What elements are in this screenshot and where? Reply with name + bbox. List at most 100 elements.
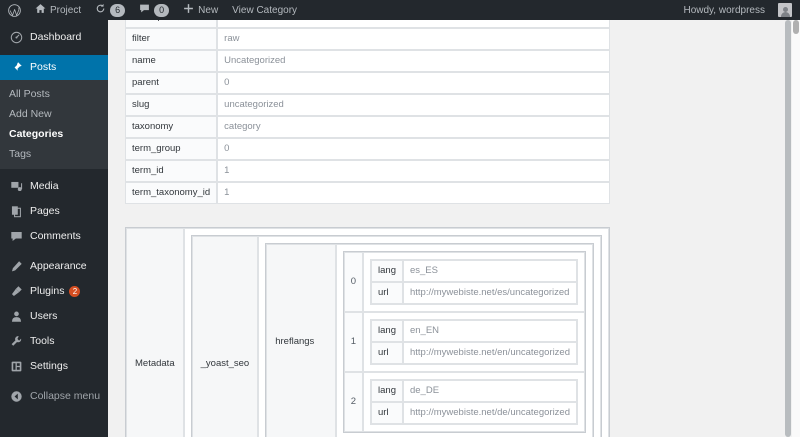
inner-vertical-scrollbar[interactable] [784, 20, 792, 437]
dashboard-icon [9, 31, 23, 45]
hreflang-url-key: url [371, 342, 403, 364]
table-row: url http://mywebiste.net/de/uncategorize… [371, 402, 577, 424]
view-category-button[interactable]: View Category [225, 0, 304, 20]
hreflang-lang-value: en_EN [402, 320, 577, 342]
appearance-icon [9, 260, 23, 274]
sidebar-item-plugins[interactable]: Plugins 2 [0, 279, 108, 304]
plus-icon [183, 3, 194, 17]
yoast-seo-table: _yoast_seo hreflangs [190, 235, 602, 437]
term-property-value: category [217, 116, 610, 138]
metadata-table: Metadata _yoast_seo [125, 227, 610, 437]
sidebar-label-dashboard: Dashboard [30, 31, 82, 44]
updates-icon [95, 3, 106, 17]
table-row: lang de_DE [371, 380, 577, 402]
table-row: term_id 1 [125, 160, 610, 182]
sidebar-subitem-categories[interactable]: Categories [9, 128, 64, 140]
term-property-value: raw [217, 28, 610, 50]
new-content-label: New [198, 4, 219, 16]
sidebar-item-collapse-menu[interactable]: Collapse menu [0, 384, 108, 409]
sidebar-label-collapse-menu: Collapse menu [30, 390, 101, 403]
updates-button[interactable]: 6 [88, 0, 132, 20]
sidebar-subitem-all-posts[interactable]: All Posts [9, 88, 50, 100]
table-row: filter raw [125, 28, 610, 50]
term-property-value: Uncategorized [217, 50, 610, 72]
term-property-value [217, 20, 610, 28]
sidebar-label-comments: Comments [30, 230, 81, 243]
sidebar-item-appearance[interactable]: Appearance [0, 254, 108, 279]
hreflang-entry: 1 [343, 312, 585, 372]
sidebar-item-dashboard[interactable]: Dashboard [0, 25, 108, 50]
metadata-label: Metadata [126, 228, 184, 437]
metadata-row: Metadata _yoast_seo [126, 228, 609, 437]
sidebar-item-users[interactable]: Users [0, 304, 108, 329]
term-property-key: description [125, 20, 218, 28]
wordpress-logo-button[interactable] [0, 0, 28, 20]
term-property-key: taxonomy [125, 116, 218, 138]
term-property-value: 0 [217, 138, 610, 160]
hreflang-entry-cell: lang en_EN url [363, 312, 585, 372]
sidebar-item-settings[interactable]: Settings [0, 354, 108, 379]
settings-icon [9, 360, 23, 374]
site-name-button[interactable]: Project [28, 0, 88, 20]
wordpress-logo-icon [8, 3, 21, 17]
new-content-button[interactable]: New [176, 0, 225, 20]
sidebar-label-pages: Pages [30, 205, 60, 218]
debug-output-panel: description filter raw name Uncategorize… [125, 20, 610, 437]
term-property-key: term_group [125, 138, 218, 160]
sidebar-label-media: Media [30, 180, 59, 193]
hreflangs-key: hreflangs [266, 244, 336, 437]
hreflang-entry-table: lang en_EN url [370, 319, 578, 365]
table-row: description [125, 20, 610, 28]
hreflang-url-value: http://mywebiste.net/en/uncategorized [402, 342, 577, 364]
sidebar-subitem-add-new[interactable]: Add New [9, 108, 52, 120]
my-account-button[interactable]: Howdy, wordpress [676, 0, 772, 20]
tools-icon [9, 335, 23, 349]
posts-submenu: All Posts Add New Categories Tags [0, 80, 108, 169]
avatar[interactable] [778, 3, 792, 17]
sidebar-item-tools[interactable]: Tools [0, 329, 108, 354]
yoast-fields-table: hreflangs 0 [265, 243, 594, 437]
admin-bar: Project 6 0 [0, 0, 800, 20]
page-vertical-scrollbar[interactable] [792, 20, 800, 437]
term-property-value: uncategorized [217, 94, 610, 116]
page-scrollbar-thumb[interactable] [793, 20, 799, 34]
table-row: slug uncategorized [125, 94, 610, 116]
pages-icon [9, 205, 23, 219]
sidebar-label-plugins: Plugins [30, 285, 65, 298]
hreflang-entry-table: lang es_ES url [370, 259, 578, 305]
metadata-nested-cell: _yoast_seo hreflangs [183, 228, 609, 437]
sidebar-subitem-tags[interactable]: Tags [9, 148, 32, 160]
hreflang-lang-key: lang [371, 260, 403, 282]
sidebar-item-posts[interactable]: Posts [0, 55, 116, 80]
hreflang-url-key: url [371, 402, 403, 424]
term-property-key: filter [125, 28, 218, 50]
users-icon [9, 310, 23, 324]
hreflang-url-value: http://mywebiste.net/de/uncategorized [402, 402, 577, 424]
updates-count: 6 [110, 3, 126, 17]
table-row: term_group 0 [125, 138, 610, 160]
table-gap [125, 204, 610, 227]
term-properties-table: description filter raw name Uncategorize… [125, 20, 610, 204]
sidebar-label-users: Users [30, 310, 58, 323]
sidebar-item-pages[interactable]: Pages [0, 199, 108, 224]
admin-sidebar: Dashboard Posts All Posts Add New Catego… [0, 20, 116, 437]
pin-icon [9, 61, 23, 75]
media-icon [9, 180, 23, 194]
sidebar-item-media[interactable]: Media [0, 174, 108, 199]
term-property-key: term_id [125, 160, 218, 182]
table-row: lang en_EN [371, 320, 577, 342]
collapse-icon [9, 390, 23, 404]
sidebar-label-tools: Tools [30, 335, 55, 348]
sidebar-item-comments[interactable]: Comments [0, 224, 108, 249]
hreflangs-nested-cell: 0 [335, 244, 593, 437]
hreflang-lang-value: de_DE [402, 380, 577, 402]
table-row: name Uncategorized [125, 50, 610, 72]
comments-icon [139, 3, 150, 17]
inner-scrollbar-thumb[interactable] [785, 20, 791, 437]
content-area: description filter raw name Uncategorize… [108, 20, 800, 437]
hreflang-lang-value: es_ES [402, 260, 577, 282]
table-row: url http://mywebiste.net/es/uncategorize… [371, 282, 577, 304]
plugins-update-badge: 2 [69, 286, 81, 297]
hreflang-index: 1 [343, 312, 364, 372]
comments-button[interactable]: 0 [132, 0, 176, 20]
